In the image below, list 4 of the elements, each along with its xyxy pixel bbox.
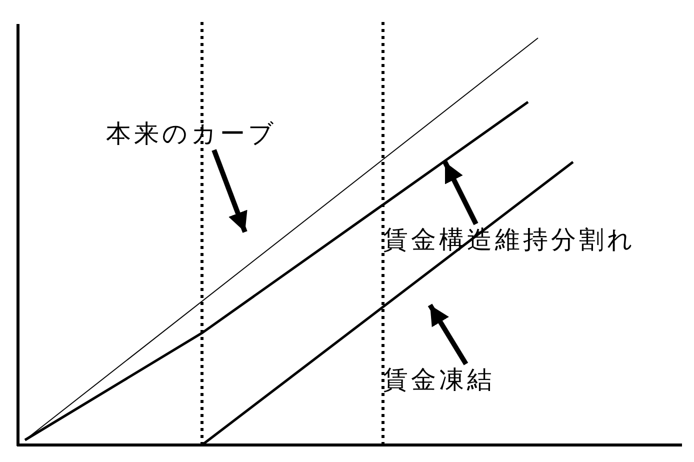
arrow xyxy=(442,160,478,226)
annotation-label: 賃金凍結 xyxy=(383,364,495,396)
arrow xyxy=(428,304,468,366)
arrow xyxy=(212,149,248,233)
